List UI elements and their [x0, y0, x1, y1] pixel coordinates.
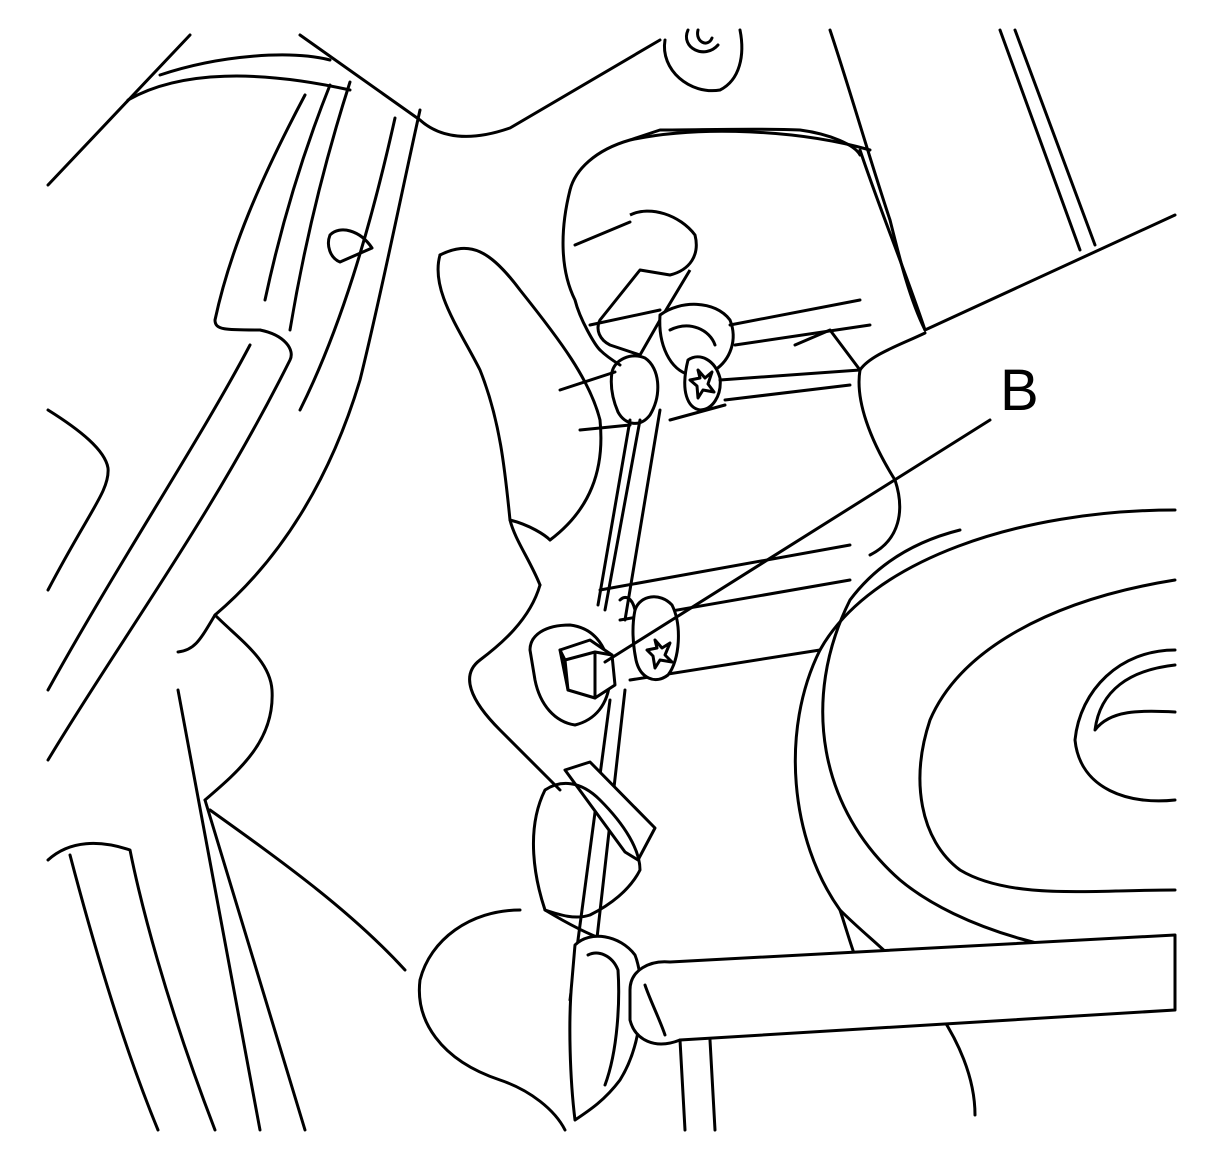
callout-label-b: B: [1000, 358, 1039, 423]
central-bracket: [436, 246, 603, 792]
lower-bolt: [528, 595, 680, 727]
lower-boot-bar: [417, 760, 1177, 1132]
left-strut: [46, 80, 422, 762]
callout-leader-line: [603, 418, 992, 664]
upper-left-panel: [46, 28, 744, 187]
upper-link-pivot: [558, 127, 872, 432]
lower-left-bracket: [46, 613, 407, 1132]
